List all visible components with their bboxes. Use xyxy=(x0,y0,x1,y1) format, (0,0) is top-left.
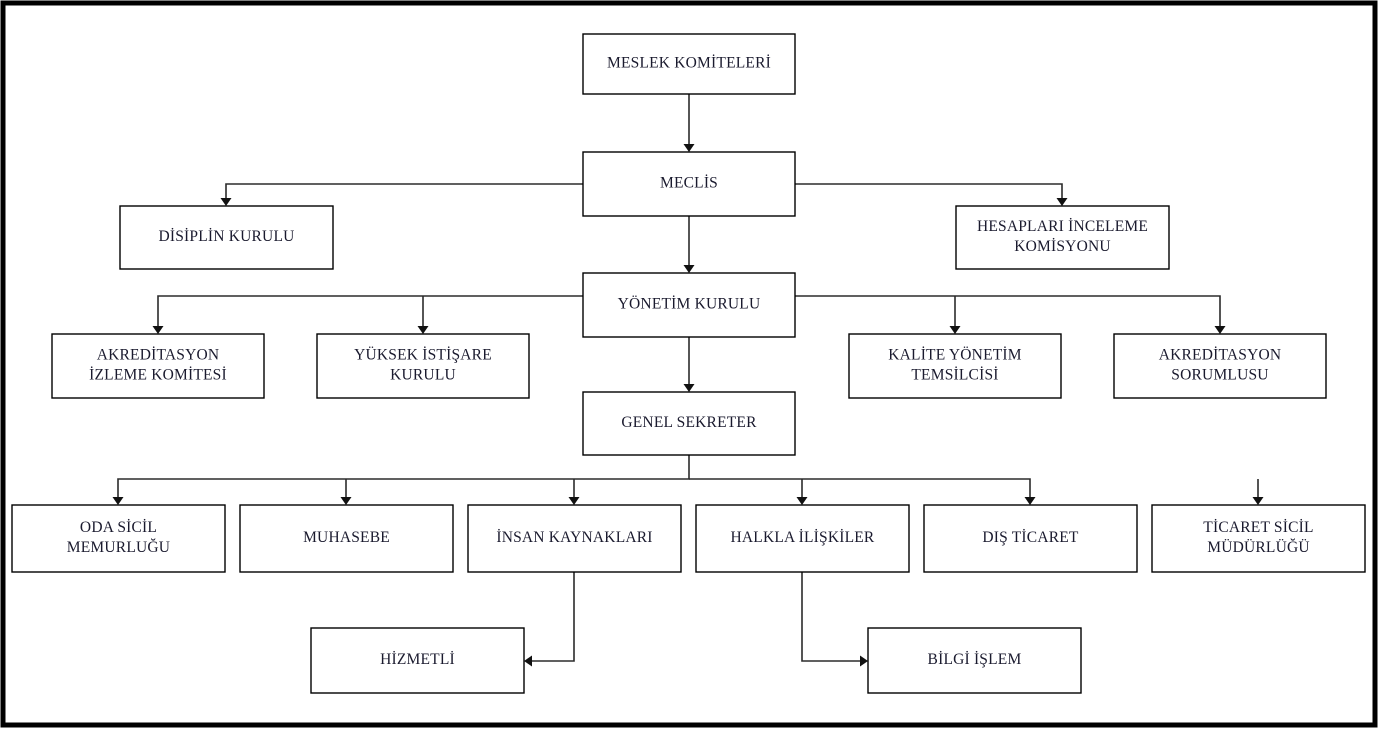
node-label-insan-kaynaklari: İNSAN KAYNAKLARI xyxy=(496,529,652,546)
node-label-kalite-yonetim-temsilcisi: KALİTE YÖNETİM xyxy=(888,347,1022,364)
node-label-ticaret-sicil-mudurlugu: TİCARET SİCİL xyxy=(1203,519,1313,536)
arrow-head-icon xyxy=(796,497,808,505)
arrow-head-icon xyxy=(683,384,695,392)
node-label-akreditasyon-sorumlusu: SORUMLUSU xyxy=(1171,367,1268,384)
connector-yonetim-to-akreditasyon-sorumlusu xyxy=(949,296,961,334)
arrow-head-icon xyxy=(683,265,695,273)
arrow-head-icon xyxy=(860,655,868,667)
node-label-disiplin-kurulu: DİSİPLİN KURULU xyxy=(158,228,294,245)
arrow-head-icon xyxy=(1214,326,1226,334)
connector-yonetim-to-genel-sekreter xyxy=(683,337,695,392)
arrow-head-icon xyxy=(568,497,580,505)
connector-halkla-iliskiler-to-bilgi-islem xyxy=(801,572,868,667)
connector-meslek-to-meclis xyxy=(683,94,695,152)
node-label-oda-sicil-memurlugu: ODA SİCİL xyxy=(80,519,157,536)
node-dis-ticaret[interactable]: DIŞ TİCARET xyxy=(923,504,1138,573)
connector-meclis-to-hesaplari xyxy=(795,183,1068,206)
node-muhasebe[interactable]: MUHASEBE xyxy=(239,504,454,573)
node-ticaret-sicil-mudurlugu[interactable]: TİCARET SİCİL MÜDÜRLÜĞÜ xyxy=(1151,504,1366,573)
node-label-muhasebe: MUHASEBE xyxy=(303,529,390,546)
node-label-oda-sicil-memurlugu: MEMURLUĞU xyxy=(67,539,170,556)
node-genel-sekreter[interactable]: GENEL SEKRETER xyxy=(582,391,796,456)
node-disiplin-kurulu[interactable]: DİSİPLİN KURULU xyxy=(119,205,334,270)
node-yonetim-kurulu[interactable]: YÖNETİM KURULU xyxy=(582,272,796,338)
connector-genel-sekreter-to-muhasebe xyxy=(340,479,352,505)
node-hizmetli[interactable]: HİZMETLİ xyxy=(310,627,525,694)
connector-layer xyxy=(112,94,1264,667)
connector-yonetim-to-kalite xyxy=(795,295,1226,334)
arrow-head-icon xyxy=(949,326,961,334)
connector-meclis-to-yonetim xyxy=(683,216,695,273)
arrow-head-icon xyxy=(417,326,429,334)
node-label-akreditasyon-izleme-komitesi: İZLEME KOMİTESİ xyxy=(89,367,227,384)
node-label-bilgi-islem: BİLGİ İŞLEM xyxy=(928,651,1022,668)
connector-genel-sekreter-to-halkla-iliskiler xyxy=(796,479,808,505)
node-hesaplari-inceleme-komisyonu[interactable]: HESAPLARI İNCELEME KOMİSYONU xyxy=(955,205,1170,270)
connector-yonetim-to-yuksek-istisare xyxy=(417,296,429,334)
node-kalite-yonetim-temsilcisi[interactable]: KALİTE YÖNETİM TEMSİLCİSİ xyxy=(848,333,1062,399)
node-layer: MESLEK KOMİTELERİ MECLİS DİSİPLİN KURULU HE… xyxy=(11,33,1366,694)
arrow-head-icon xyxy=(524,655,532,667)
node-label-meslek-komiteleri: MESLEK KOMİTELERİ xyxy=(607,55,771,72)
node-meslek-komiteleri[interactable]: MESLEK KOMİTELERİ xyxy=(582,33,796,95)
node-bilgi-islem[interactable]: BİLGİ İŞLEM xyxy=(867,627,1082,694)
node-label-yuksek-istisare-kurulu: KURULU xyxy=(390,367,456,384)
node-label-akreditasyon-izleme-komitesi: AKREDİTASYON xyxy=(97,347,220,364)
connector-genel-sekreter-to-insan-kaynaklari xyxy=(568,479,580,505)
node-label-ticaret-sicil-mudurlugu: MÜDÜRLÜĞÜ xyxy=(1207,539,1310,556)
node-label-akreditasyon-sorumlusu: AKREDİTASYON xyxy=(1159,347,1282,364)
connector-genel-sekreter-to-dis-ticaret xyxy=(689,478,1036,505)
node-label-genel-sekreter: GENEL SEKRETER xyxy=(621,414,757,431)
connector-meclis-to-disiplin xyxy=(220,183,583,206)
arrow-head-icon xyxy=(1056,198,1068,206)
arrow-head-icon xyxy=(340,497,352,505)
arrow-head-icon xyxy=(1024,497,1036,505)
connector-genel-sekreter-to-oda-sicil xyxy=(112,455,690,505)
node-label-kalite-yonetim-temsilcisi: TEMSİLCİSİ xyxy=(911,367,998,384)
node-yuksek-istisare-kurulu[interactable]: YÜKSEK İSTİŞARE KURULU xyxy=(316,333,530,399)
arrow-head-icon xyxy=(1252,497,1264,505)
arrow-head-icon xyxy=(220,198,232,206)
node-akreditasyon-izleme-komitesi[interactable]: AKREDİTASYON İZLEME KOMİTESİ xyxy=(51,333,265,399)
node-label-hesaplari-inceleme-komisyonu: KOMİSYONU xyxy=(1014,238,1111,255)
arrow-head-icon xyxy=(152,326,164,334)
node-label-meclis: MECLİS xyxy=(660,175,718,192)
node-label-halkla-iliskiler: HALKLA İLİŞKİLER xyxy=(731,529,875,546)
node-label-dis-ticaret: DIŞ TİCARET xyxy=(982,529,1079,546)
node-label-yonetim-kurulu: YÖNETİM KURULU xyxy=(618,296,761,313)
node-label-hizmetli: HİZMETLİ xyxy=(380,651,455,668)
node-label-yuksek-istisare-kurulu: YÜKSEK İSTİŞARE xyxy=(354,347,492,364)
connector-yonetim-to-akreditasyon-izleme xyxy=(152,295,583,334)
arrow-head-icon xyxy=(112,497,124,505)
node-meclis[interactable]: MECLİS xyxy=(582,151,796,217)
node-halkla-iliskiler[interactable]: HALKLA İLİŞKİLER xyxy=(695,504,910,573)
node-akreditasyon-sorumlusu[interactable]: AKREDİTASYON SORUMLUSU xyxy=(1113,333,1327,399)
arrow-head-icon xyxy=(683,144,695,152)
connector-insan-kaynaklari-to-hizmetli xyxy=(524,572,575,667)
node-oda-sicil-memurlugu[interactable]: ODA SİCİL MEMURLUĞU xyxy=(11,504,226,573)
node-label-hesaplari-inceleme-komisyonu: HESAPLARI İNCELEME xyxy=(977,218,1148,235)
connector-genel-sekreter-to-ticaret-sicil xyxy=(1252,479,1264,505)
node-insan-kaynaklari[interactable]: İNSAN KAYNAKLARI xyxy=(467,504,682,573)
